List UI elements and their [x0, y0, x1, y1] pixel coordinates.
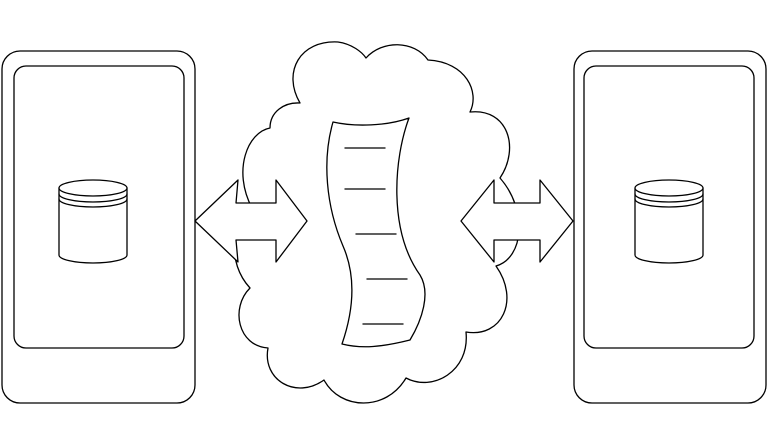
scroll-document-page [326, 117, 426, 348]
left-bidirectional-arrow-icon [194, 179, 308, 263]
left-device [1, 50, 196, 404]
right-bidirectional-arrow-icon [460, 179, 574, 263]
scroll-document-lines [344, 147, 408, 325]
right-database-icon [634, 179, 704, 264]
scroll-document-icon [326, 117, 426, 348]
left-database-icon [58, 179, 128, 264]
right-device [573, 50, 767, 404]
